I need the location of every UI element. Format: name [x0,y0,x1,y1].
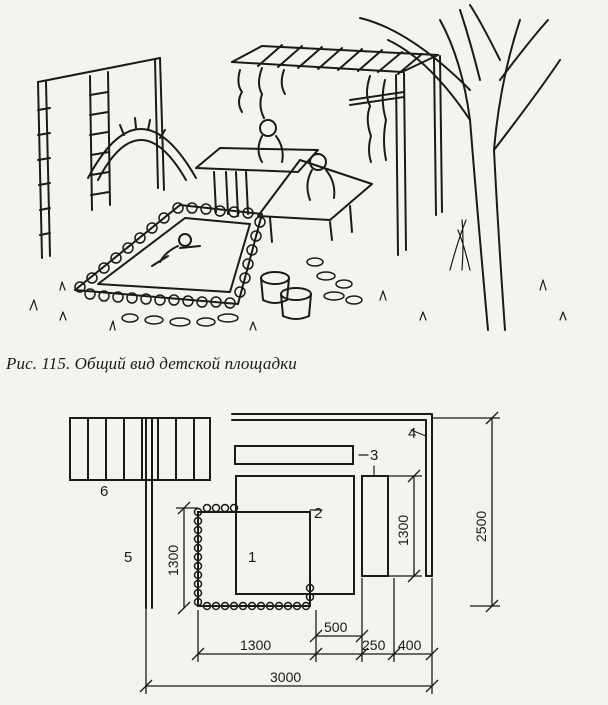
plan-area-1 [193,503,315,611]
dim-250: 250 [362,637,386,653]
figure-caption: Рис. 115. Общий вид детской площадки [6,354,297,373]
plan-area-2 [235,475,355,595]
label-area-1: 1 [248,549,256,566]
stump-stools [260,271,312,320]
plan-area-3 [234,445,354,465]
plan-area-6 [69,417,211,481]
dim-2500: 2500 [473,511,489,542]
sandbox [74,202,266,309]
label-area-3: 3 [370,447,378,464]
dim-3000: 3000 [270,669,301,685]
dim-500: 500 [324,619,348,635]
table-and-benches [195,119,373,243]
plan-area-3-vertical [361,475,389,577]
grass [29,219,567,331]
dim-400: 400 [398,637,422,653]
label-area-5: 5 [124,549,132,566]
wall-bars [37,57,165,259]
plan-area-4 [231,413,433,577]
label-area-2: 2 [314,505,322,522]
plan-area-5 [145,417,153,609]
climbing-arch [87,117,197,181]
dim-1300-bottom: 1300 [240,637,271,653]
dim-1300-left: 1300 [165,545,181,576]
dim-1300-right: 1300 [395,515,411,546]
tree [359,4,561,331]
playground-plan: 1 2 3 4 5 6 1300 1300 2500 500 1300 250 … [69,411,500,694]
stepping-stones [121,257,363,327]
playground-illustration [29,4,567,331]
label-area-4: 4 [408,425,416,442]
pergola [231,44,443,256]
label-area-6: 6 [100,483,108,500]
